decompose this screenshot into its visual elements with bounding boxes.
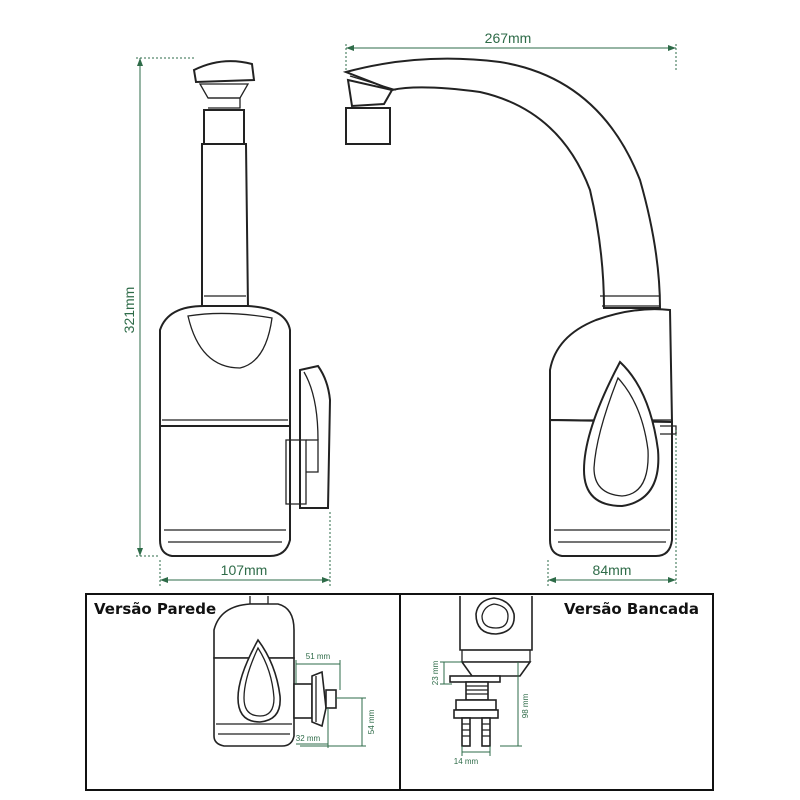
dim-total-height: 321mm (121, 287, 137, 334)
bench-mount-plate (449, 675, 501, 683)
wall-version-drawing: 51 mm 32 mm 54 mm (213, 596, 376, 748)
bench-dim-b: 98 mm (521, 693, 530, 718)
front-spout-head (192, 60, 256, 84)
dim-front-width: 107mm (221, 562, 268, 578)
bench-version-title: Versão Bancada (564, 600, 699, 618)
front-column (201, 143, 250, 309)
side-view (342, 57, 677, 557)
side-teardrop-lever (582, 360, 660, 508)
wall-fitting (293, 683, 313, 719)
wall-dim-b: 32 mm (296, 734, 321, 743)
wall-dim-c: 54 mm (367, 709, 376, 734)
dim-side-depth: 84mm (593, 562, 632, 578)
wall-teardrop-lever (237, 638, 281, 723)
front-aerator (203, 109, 245, 145)
bench-version-drawing: 23 mm 98 mm 14 mm (431, 596, 533, 766)
front-lever (299, 364, 332, 509)
wall-version-title: Versão Parede (94, 600, 216, 618)
main-dimensions: 267mm 321mm 107mm 84mm (121, 30, 677, 586)
side-aerator-top (346, 78, 394, 108)
side-spout (342, 57, 662, 309)
wall-dim-a: 51 mm (306, 652, 331, 661)
front-body-lower (159, 425, 291, 557)
bench-dim-c: 14 mm (454, 757, 479, 766)
front-view (159, 60, 332, 557)
bottom-panels: Versão Parede Versão Bancada (85, 593, 714, 791)
bench-dim-a: 23 mm (431, 660, 440, 685)
dim-total-width: 267mm (485, 30, 532, 46)
wall-body-upper (213, 603, 295, 659)
side-aerator (345, 107, 391, 145)
